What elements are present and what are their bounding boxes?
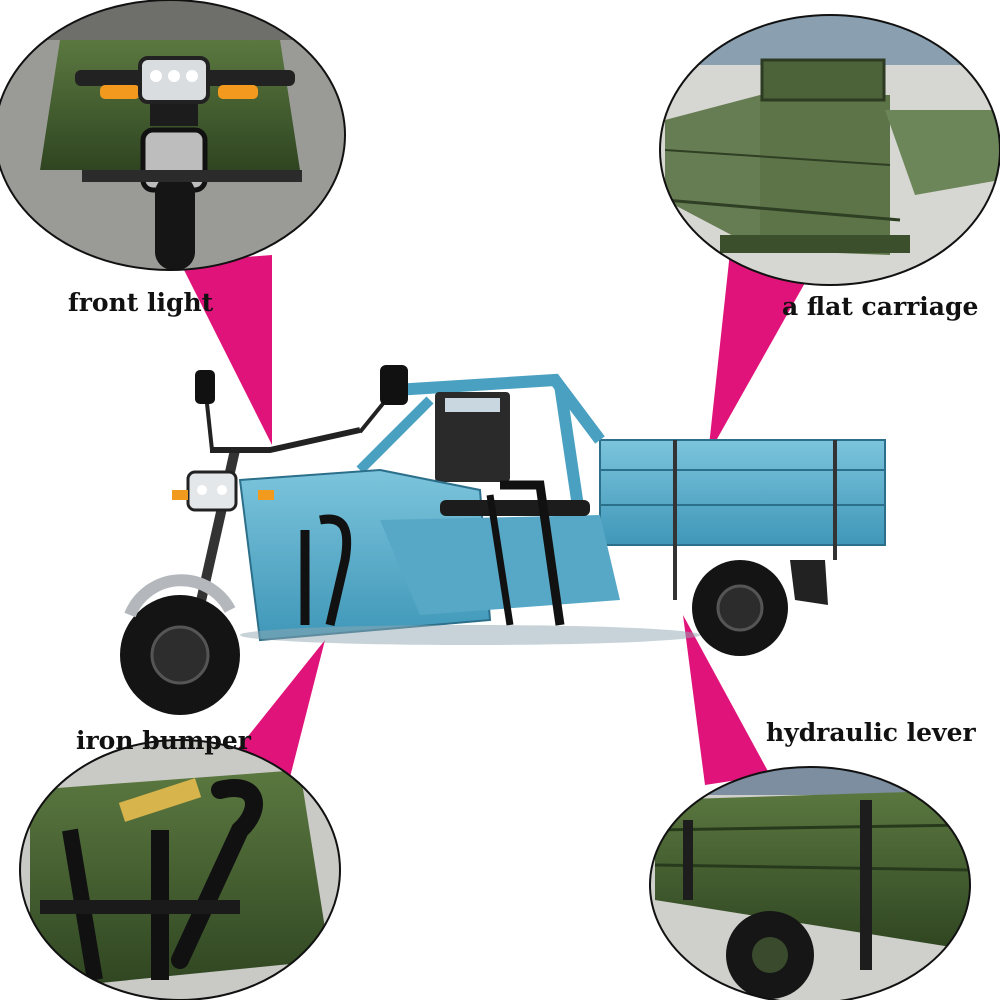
detail-hydraulic-lever: [649, 766, 971, 1000]
headlight: [186, 470, 238, 512]
pointer-hydraulic-lever: [683, 615, 770, 785]
pointer-iron-bumper: [225, 640, 325, 785]
label-hydraulic-lever: hydraulic lever: [766, 718, 976, 747]
pointer-flat-carriage: [708, 252, 815, 455]
detail-flat-carriage: [659, 14, 1000, 286]
detail-front-light: [0, 0, 346, 271]
tricycle-main-image: [120, 365, 886, 715]
callout-pointers: [180, 252, 815, 785]
cargo-bed: [599, 439, 886, 546]
pointer-front-light: [180, 255, 272, 445]
label-flat-carriage: a flat carriage: [782, 292, 979, 321]
label-front-light: front light: [68, 288, 214, 317]
detail-iron-bumper: [19, 739, 341, 1000]
seat-back: [435, 392, 510, 482]
label-iron-bumper: iron bumper: [76, 726, 251, 755]
